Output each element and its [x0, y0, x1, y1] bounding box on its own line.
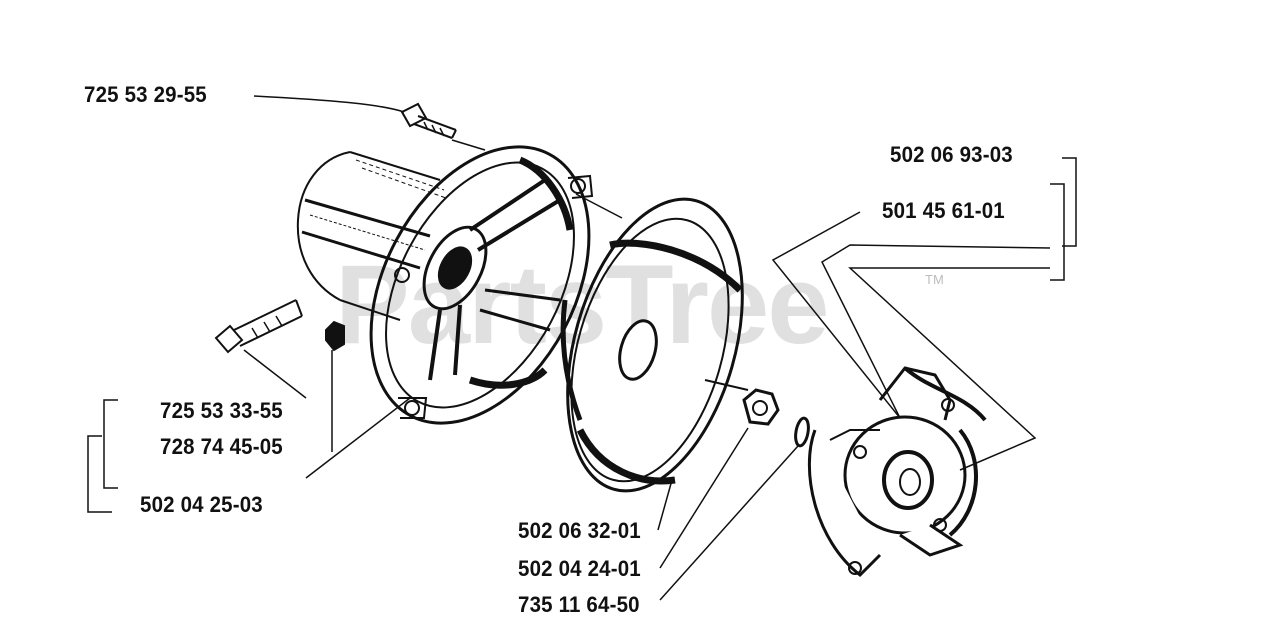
- label-bolt-left: 725 53 33-55: [160, 398, 283, 423]
- plug-nipple: [325, 320, 345, 352]
- leader-lines: [243, 95, 1051, 601]
- label-washer: 735 11 64-50: [518, 592, 640, 617]
- watermark-trademark: TM: [925, 272, 944, 287]
- watermark: PartsTree: [335, 242, 830, 367]
- label-clutch-assembly: 501 45 61-01: [882, 198, 1005, 223]
- top-bolt: [400, 102, 457, 139]
- clutch-assembly: [807, 366, 987, 577]
- label-plug-nipple: 728 74 45-05: [160, 434, 283, 459]
- side-bolt: [214, 299, 303, 354]
- nut: [742, 388, 780, 426]
- clutch-drum: [560, 197, 749, 493]
- brackets: [87, 157, 1077, 513]
- clutch-housing: [296, 145, 594, 425]
- label-clutch-housing: 502 04 25-03: [140, 492, 263, 517]
- label-kit-right: 502 06 93-03: [890, 142, 1013, 167]
- label-nut: 502 04 24-01: [518, 556, 641, 581]
- label-clutch-drum: 502 06 32-01: [518, 518, 641, 543]
- label-bolt-top: 725 53 29-55: [84, 82, 207, 107]
- washer: [794, 416, 810, 448]
